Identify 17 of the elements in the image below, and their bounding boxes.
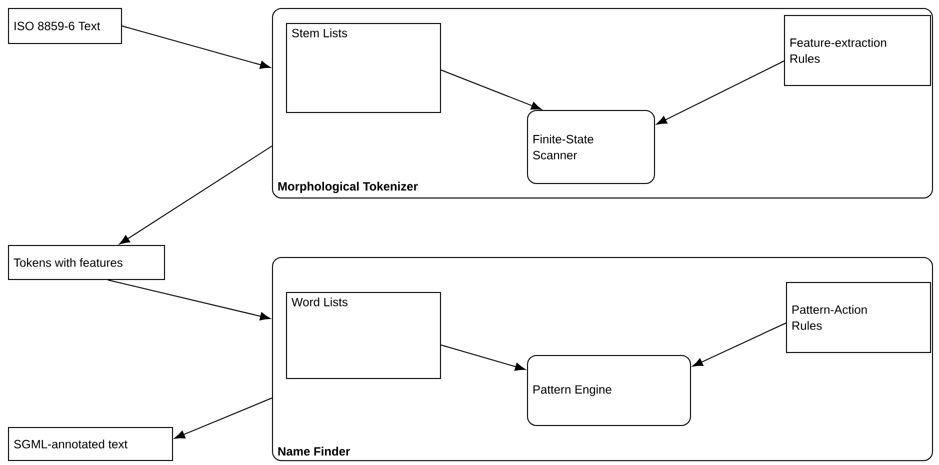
arrow: [440, 344, 526, 371]
io-box: SGML-annotated text: [8, 427, 174, 461]
arrow: [692, 322, 786, 367]
arrow: [108, 280, 270, 320]
arrow: [119, 146, 272, 244]
io-box: ISO 8859-6 Text: [8, 8, 122, 44]
arrow: [122, 26, 271, 69]
arrow: [656, 60, 784, 125]
engine-box: Pattern Engine: [527, 355, 691, 426]
resource-box: Word Lists: [286, 292, 441, 379]
resource-box: Feature-extraction Rules: [784, 15, 931, 86]
resource-box: Stem Lists: [286, 23, 441, 113]
engine-box: Finite-State Scanner: [527, 110, 655, 184]
arrow: [440, 70, 542, 110]
io-box: Tokens with features: [8, 245, 165, 280]
arrow: [174, 398, 272, 439]
resource-box: Pattern-Action Rules: [786, 282, 931, 353]
